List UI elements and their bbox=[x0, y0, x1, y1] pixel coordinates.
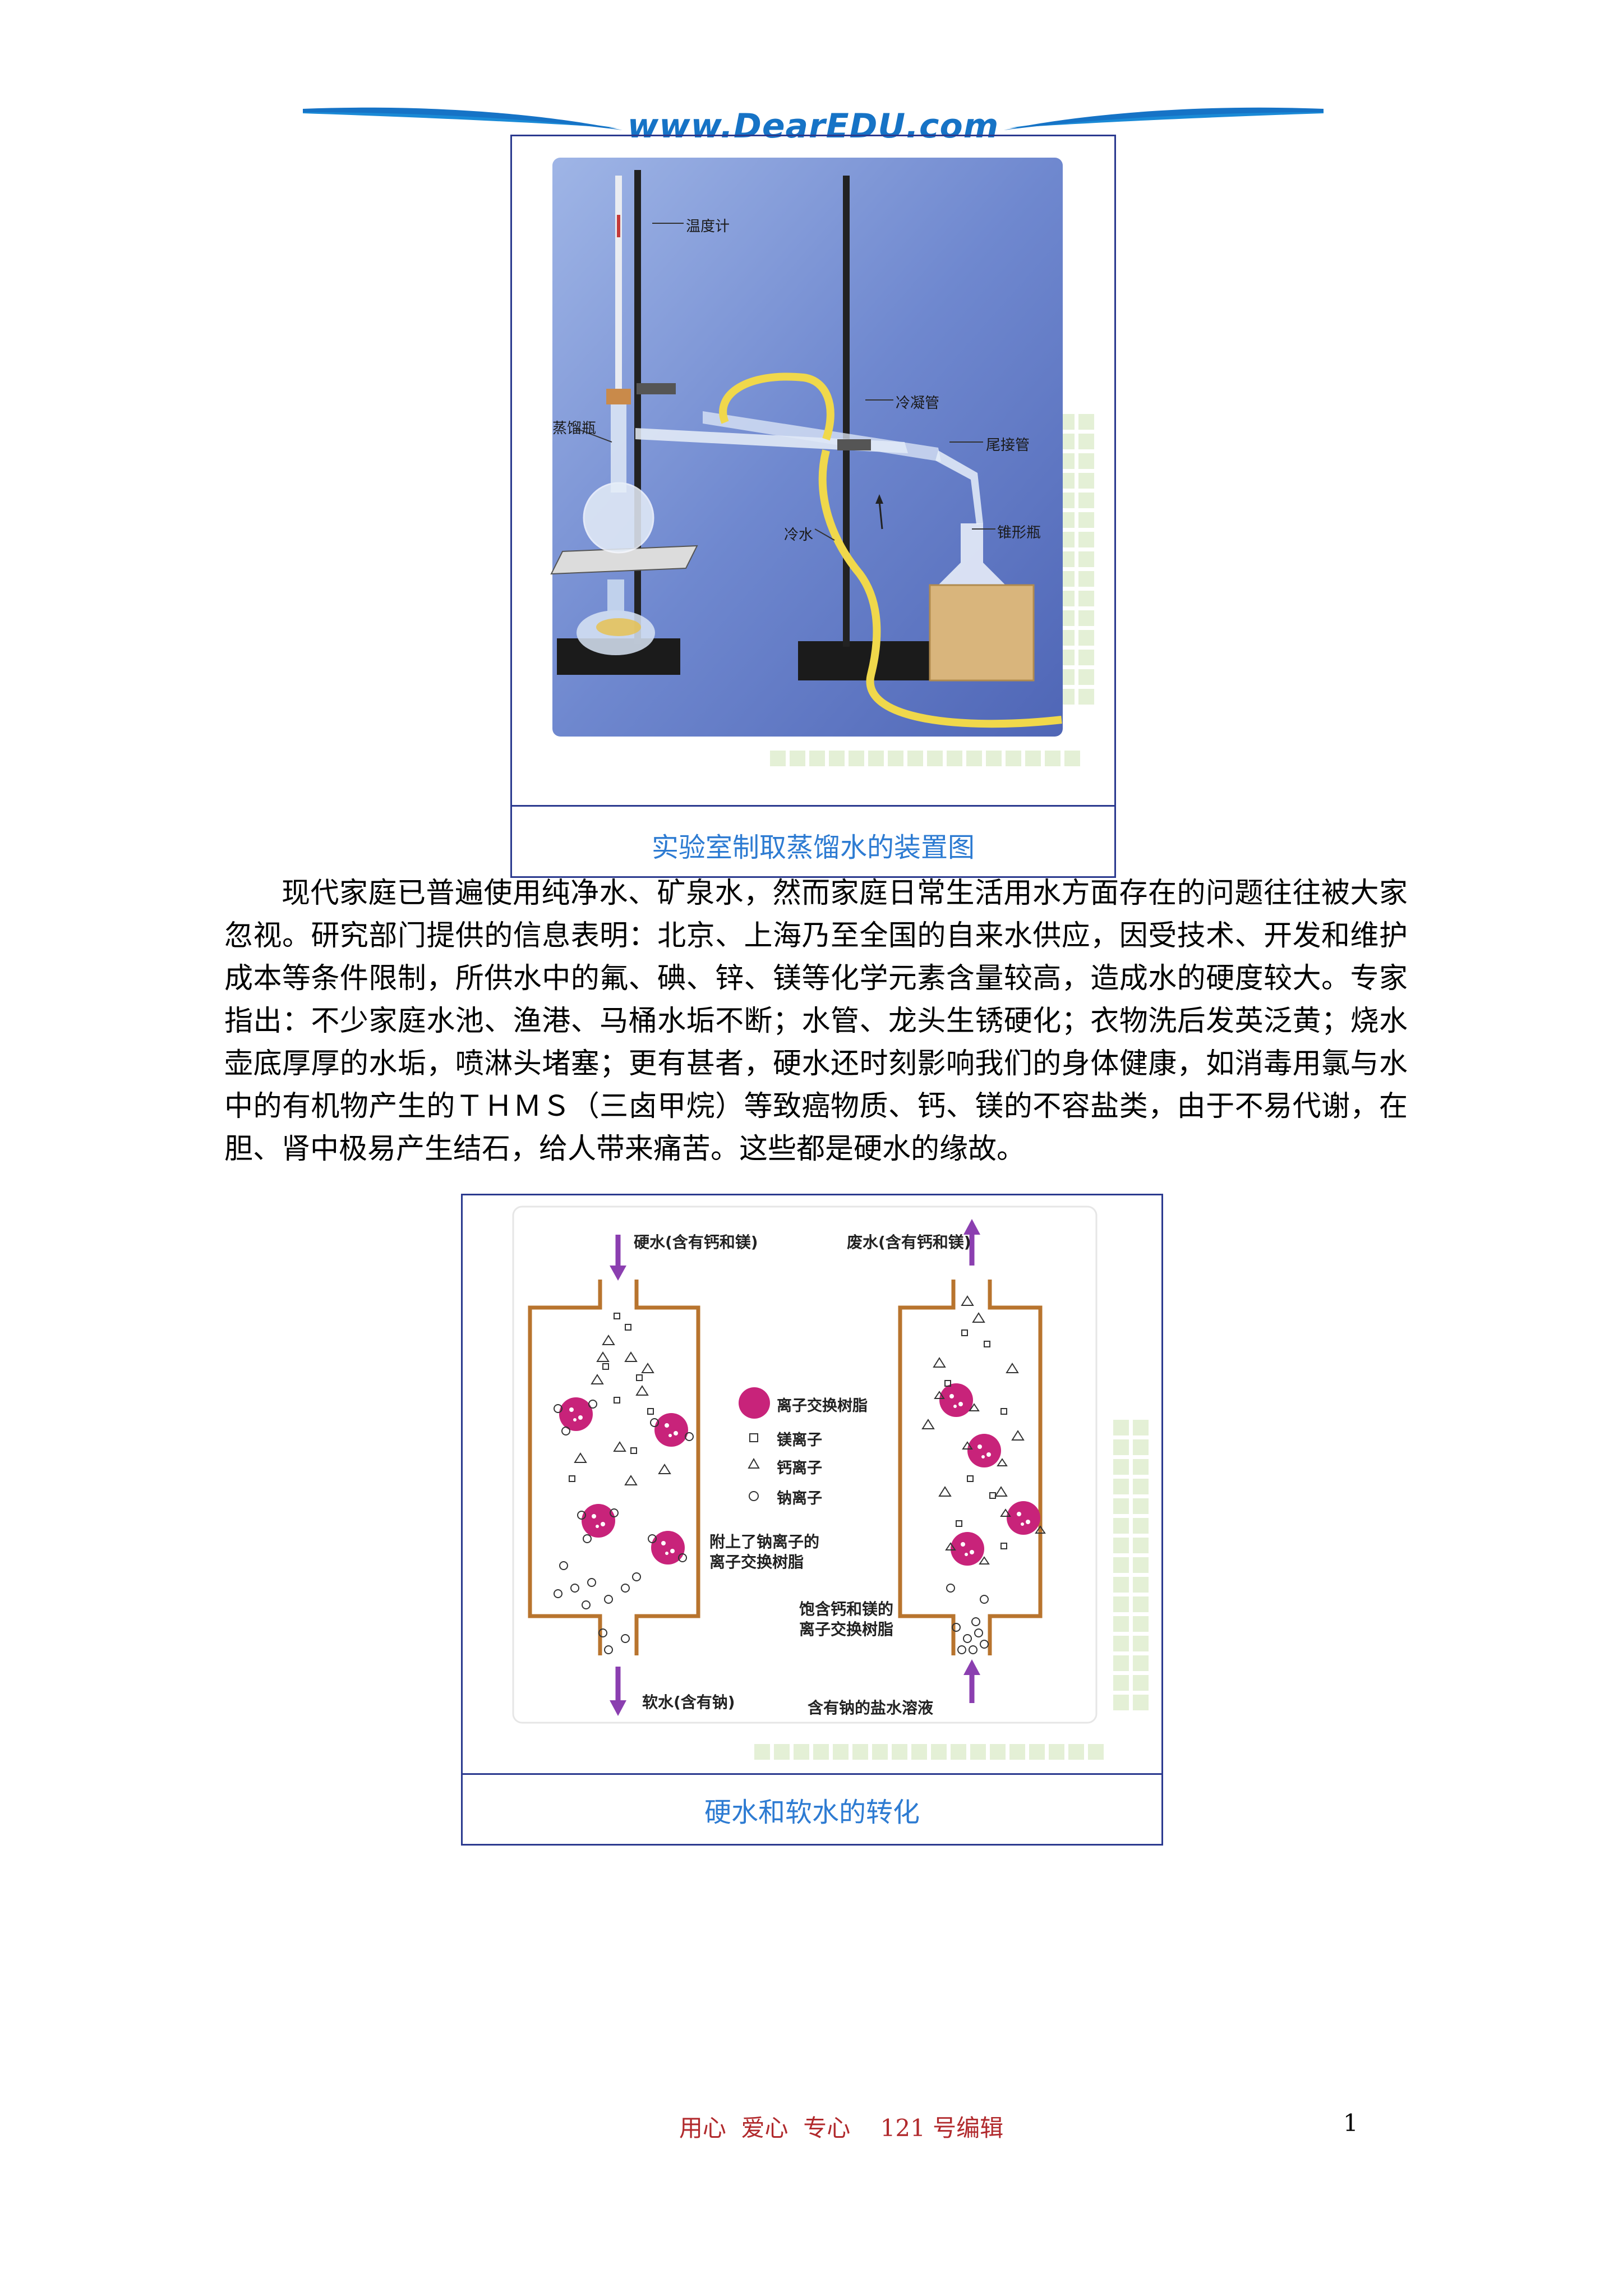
figure-divider bbox=[463, 1773, 1161, 1775]
figure-distillation: 温度计 蒸馏瓶 冷凝管 尾接管 冷水 锥形瓶 实验室制取蒸馏水的装置图 bbox=[510, 135, 1116, 878]
site-title[interactable]: www.DearEDU.com bbox=[627, 107, 999, 146]
label-brine-in: 含有钠的盐水溶液 bbox=[808, 1699, 934, 1717]
label-conical-flask: 锥形瓶 bbox=[997, 524, 1041, 541]
legend-sodium: 钠离子 bbox=[777, 1490, 822, 1507]
distillation-photo bbox=[550, 158, 1094, 766]
page-number: 1 bbox=[1343, 2109, 1358, 2137]
footer-text: 用心 爱心 专心 121 号编辑 bbox=[679, 2114, 1004, 2142]
body-text: 现代家庭已普遍使用纯净水、矿泉水，然而家庭日常生活用水方面存在的问题往往被大家忽… bbox=[224, 872, 1408, 1171]
ion-exchange-diagram bbox=[512, 1205, 1149, 1760]
label-adapter: 尾接管 bbox=[986, 437, 1030, 454]
banner-swoosh bbox=[303, 107, 1324, 130]
label-cold-water: 冷水 bbox=[784, 527, 814, 544]
label-resin-with-sodium: 附上了钠离子的 离子交换树脂 bbox=[709, 1533, 820, 1571]
label-hard-water-in: 硬水(含有钙和镁) bbox=[634, 1233, 758, 1251]
label-distilling-flask: 蒸馏瓶 bbox=[552, 420, 597, 437]
legend-calcium: 钙离子 bbox=[777, 1460, 822, 1477]
label-thermometer: 温度计 bbox=[686, 218, 730, 235]
label-waste-water-out: 废水(含有钙和镁) bbox=[847, 1233, 971, 1251]
figure1-caption: 实验室制取蒸馏水的装置图 bbox=[651, 832, 975, 863]
figure-water-softening: 硬水(含有钙和镁) 废水(含有钙和镁) 软水(含有钠) 含有钠的盐水溶液 附上了… bbox=[461, 1194, 1163, 1846]
legend-magnesium: 镁离子 bbox=[777, 1432, 822, 1449]
figure2-caption: 硬水和软水的转化 bbox=[704, 1797, 920, 1828]
body-paragraph: 现代家庭已普遍使用纯净水、矿泉水，然而家庭日常生活用水方面存在的问题往往被大家忽… bbox=[224, 877, 1408, 1166]
header-banner: www.DearEDU.com bbox=[303, 101, 1324, 157]
label-condenser: 冷凝管 bbox=[896, 395, 940, 412]
label-resin-saturated: 饱含钙和镁的 离子交换树脂 bbox=[799, 1600, 894, 1639]
figure-divider bbox=[512, 805, 1114, 807]
legend-resin: 离子交换树脂 bbox=[777, 1397, 868, 1415]
label-soft-water-out: 软水(含有钠) bbox=[642, 1693, 735, 1711]
